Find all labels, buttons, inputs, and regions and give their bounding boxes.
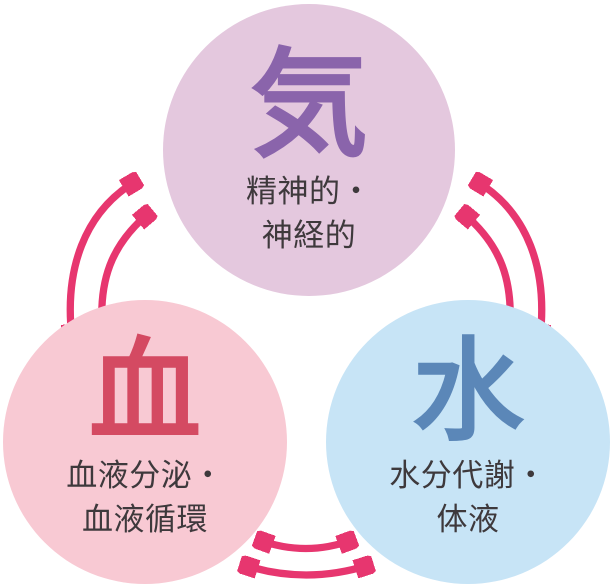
label-sui-line2: 体液	[436, 502, 500, 538]
label-ki-line2: 神経的	[261, 218, 357, 254]
circle-sui: 水 水分代謝・ 体液	[326, 300, 610, 584]
double-arrow-ketsu-sui-upper	[259, 540, 352, 549]
double-arrow-ketsu-sui-lower	[244, 565, 369, 579]
arrow-group-ketsu-sui	[244, 540, 369, 579]
circle-ki: 気 精神的・ 神経的	[163, 4, 455, 296]
kanji-ketsu: 血	[89, 326, 201, 457]
label-ki-line1: 精神的・	[246, 174, 372, 210]
label-ketsu: 血液分泌・ 血液循環	[66, 454, 224, 542]
label-ketsu-line1: 血液分泌・	[66, 458, 224, 494]
label-sui-line1: 水分代謝・	[389, 458, 547, 494]
label-ki: 精神的・ 神経的	[246, 170, 372, 258]
kanji-sui: 水	[412, 326, 524, 457]
label-sui: 水分代謝・ 体液	[389, 454, 547, 542]
label-ketsu-line2: 血液循環	[82, 502, 208, 538]
circle-ketsu: 血 血液分泌・ 血液循環	[3, 300, 287, 584]
kanji-ki: 気	[249, 35, 368, 174]
